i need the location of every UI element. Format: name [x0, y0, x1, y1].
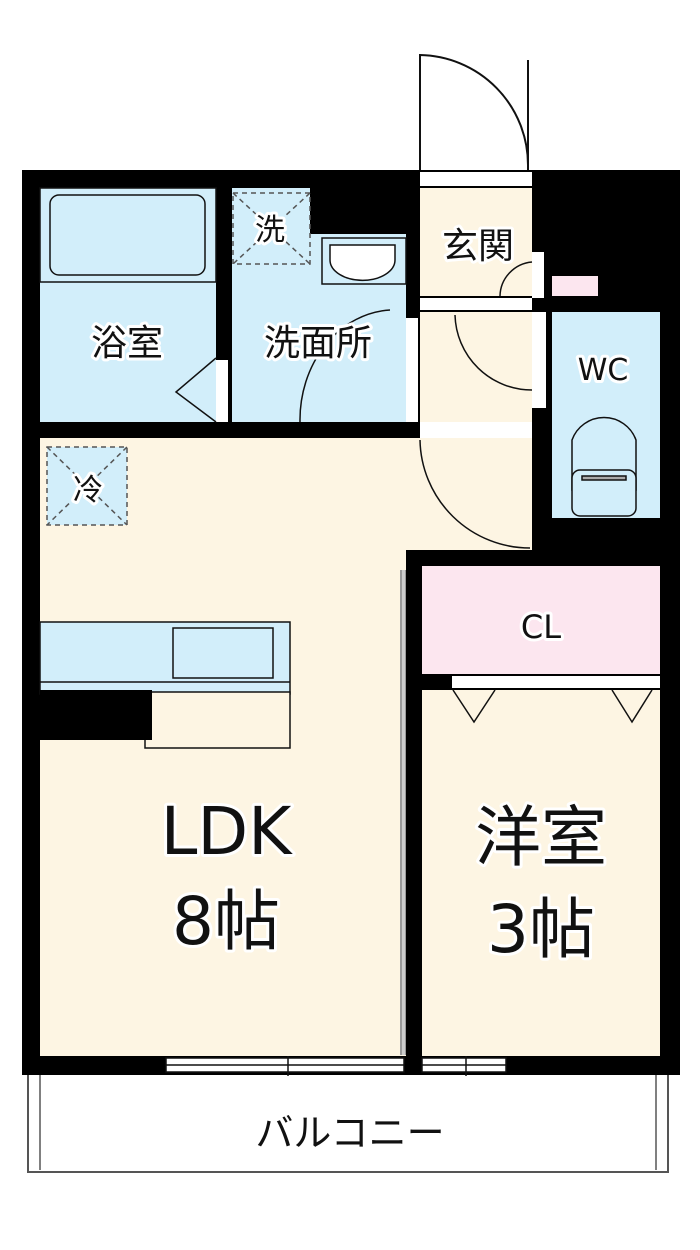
entrance-label: 玄関 — [442, 226, 514, 267]
bath-door-icon — [174, 357, 217, 423]
fridge-label: 冷 — [73, 473, 103, 508]
entrance — [420, 188, 532, 296]
closet-door-icon — [452, 689, 653, 724]
washer-space — [232, 192, 311, 265]
closet — [422, 566, 660, 674]
toilet-label: WC — [578, 353, 629, 388]
kitchen-counter — [39, 621, 291, 749]
bathtub — [39, 187, 217, 283]
washer-label: 洗 — [255, 213, 285, 248]
western-name-label: 洋室 — [475, 799, 607, 876]
balcony — [27, 1071, 669, 1173]
hallway — [420, 312, 532, 422]
western-size-label: 3帖 — [487, 891, 595, 968]
ldk-name-label: LDK — [161, 793, 294, 870]
balcony-label: バルコニー — [255, 1111, 444, 1155]
bath-label: 浴室 — [91, 323, 163, 364]
closet-label: CL — [521, 608, 561, 646]
shoe-box — [552, 276, 598, 296]
ldk-size-label: 8帖 — [172, 883, 280, 960]
fridge-space — [46, 446, 128, 526]
western-room — [422, 690, 660, 1056]
toilet-icon — [571, 416, 637, 517]
washroom-label: 洗面所 — [264, 323, 372, 364]
entrance-door — [419, 53, 529, 170]
windows — [165, 1056, 507, 1076]
sink-icon — [321, 237, 407, 285]
